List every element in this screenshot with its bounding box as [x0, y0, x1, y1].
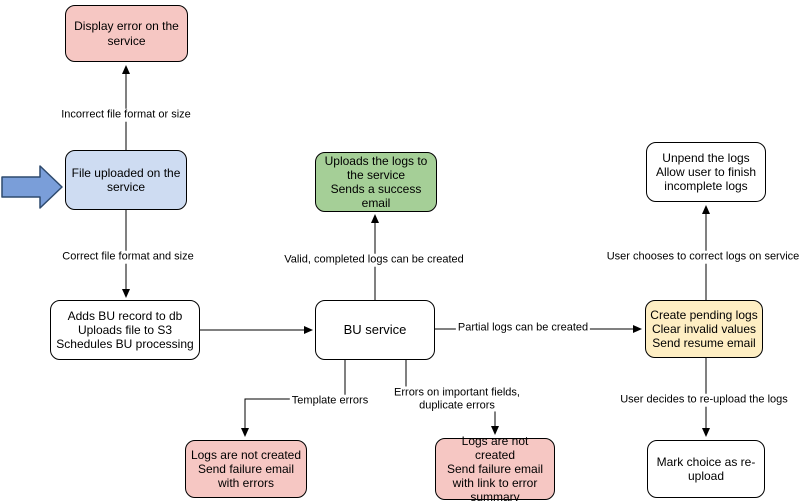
node-file-uploaded: File uploaded on the service: [65, 150, 187, 210]
node-unpend-logs: Unpend the logs Allow user to finish inc…: [646, 142, 766, 202]
edge-label-user-chooses: User chooses to correct logs on service: [604, 250, 801, 264]
node-bu-service: BU service: [315, 300, 435, 360]
node-mark-reupload: Mark choice as re- upload: [647, 440, 765, 498]
node-adds-bu-record: Adds BU record to db Uploads file to S3 …: [50, 300, 200, 360]
node-logs-not-created-summary: Logs are not created Send failure email …: [435, 434, 555, 501]
edge-label-valid-logs: Valid, completed logs can be created: [282, 253, 466, 267]
node-display-error: Display error on the service: [65, 5, 188, 62]
edge-label-partial-logs: Partial logs can be created: [455, 321, 591, 335]
edge-label-template-errors: Template errors: [289, 394, 371, 408]
node-create-pending-logs: Create pending logs Clear invalid values…: [645, 300, 763, 358]
edge-label-correct-format: Correct file format and size: [60, 250, 196, 264]
edge-label-incorrect-format: Incorrect file format or size: [59, 108, 193, 122]
input-arrow-icon: [1, 165, 63, 209]
node-logs-not-created-errors: Logs are not created Send failure email …: [185, 440, 307, 498]
edge-label-important-errors: Errors on important fields, duplicate er…: [392, 386, 522, 412]
node-uploads-logs-success: Uploads the logs to the service Sends a …: [315, 152, 437, 212]
edge-label-user-decides: User decides to re-upload the logs: [618, 393, 790, 407]
